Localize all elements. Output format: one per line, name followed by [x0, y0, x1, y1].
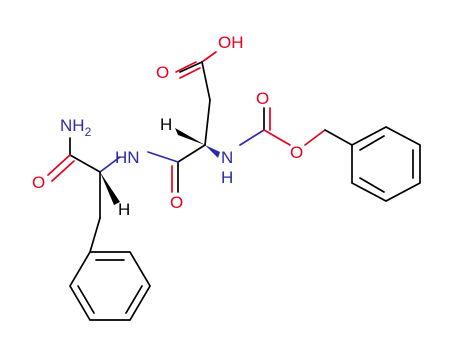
bond-carbamate-n-c [239, 129, 265, 146]
carbamate-n-label: N [221, 148, 233, 167]
bond-phe-alpha-co [69, 154, 101, 173]
stereo-h-upper-label: H [160, 115, 172, 134]
nh2-label: NH2 [60, 116, 92, 139]
terminal-amide-o-label: O [32, 173, 45, 192]
acid-oh-label: OH [218, 33, 244, 52]
amide-o-label: O [170, 193, 183, 212]
amide-nh-label: HN [115, 148, 140, 167]
carbamate-o-label: O [256, 89, 269, 108]
wedge-alpha-n [205, 145, 220, 158]
bond-ch2-benzyl [324, 129, 353, 146]
stereo-h-lower-label: H [118, 200, 130, 219]
ring-upper-double-1 [359, 135, 385, 151]
bond-n-phe-alpha [99, 156, 121, 173]
acid-o-label: O [156, 63, 169, 82]
bond-o-ch2 [304, 129, 326, 146]
bond-ch2-ring [89, 217, 101, 253]
bond-terminal-co-1 [47, 154, 71, 176]
label-layer: OH O O O O O HN N H NH2 H H [32, 33, 303, 219]
bond-acid-c-oh [179, 61, 203, 73]
benzene-ring-lower [69, 251, 151, 321]
bond-layer [47, 51, 421, 321]
bond-acid-co-2 [179, 67, 201, 79]
bond-carbamate-o [263, 129, 291, 146]
ring-lower-double-3 [77, 285, 95, 314]
benzene-ring-upper [351, 126, 421, 202]
ring-upper-double-3 [359, 177, 385, 193]
bond-amide-n [147, 151, 179, 163]
bond-terminal-co-2 [51, 160, 75, 182]
bond-alpha-amide-c [177, 144, 206, 163]
stereo-wedge-upper [175, 128, 205, 145]
bond-acid-co-1 [175, 61, 197, 73]
stereo-wedge-lower [100, 172, 120, 205]
carbamate-h-label: H [221, 168, 233, 187]
ring-lower-double-2 [125, 285, 143, 314]
bond-acid-ch2 [201, 61, 211, 101]
bond-acid-oh [201, 51, 217, 63]
ester-o-label: O [290, 143, 303, 162]
bond-ch2-alpha [204, 99, 211, 146]
